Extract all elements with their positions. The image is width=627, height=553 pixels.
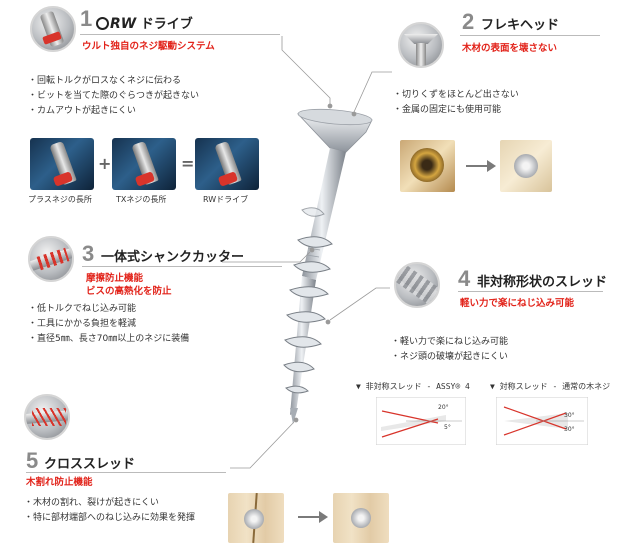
section-3-subtitle: 摩擦防止機能 ビスの高熱化を防止 (86, 272, 172, 298)
section-3-subtitle-line: ビスの高熱化を防止 (86, 286, 172, 297)
list-item: 直径5㎜、長さ70㎜以上のネジに装備 (28, 332, 189, 347)
rw-drive-bit-image (195, 138, 259, 190)
section-4-rule (458, 291, 603, 292)
phillips-bit-image (30, 138, 94, 190)
arrow-right-icon-head (319, 511, 328, 523)
angle-label-5: 5° (444, 424, 451, 431)
section-4-title: 非対称形状のスレッド (477, 275, 608, 290)
splintered-head-photo (400, 140, 455, 192)
list-item: 木材の割れ、裂けが起きにくい (24, 496, 195, 511)
list-item: 軽い力で楽にねじ込み可能 (391, 335, 508, 350)
list-item: ビットを当てた際のぐらつきが起きない (28, 89, 199, 104)
tx-bit-image (112, 138, 176, 190)
bit-circle-icon (30, 6, 76, 52)
section-5-title: クロススレッド (44, 457, 136, 472)
section-3-title: 一体式シャンクカッター (101, 250, 245, 265)
caption-tx: TXネジの長所 (116, 195, 167, 204)
list-item: カムアウトが起きにくい (28, 104, 199, 119)
section-1-title: RW ドライブ (96, 13, 193, 32)
section-2-rule (460, 35, 600, 36)
section-1-subtitle: ウルト独自のネジ駆動システム (82, 41, 215, 52)
arrow-right-icon (466, 165, 488, 167)
section-4-subtitle: 軽い力で楽にねじ込み可能 (460, 298, 575, 309)
rw-logo-icon (96, 17, 109, 30)
section-5-number: 5 (26, 448, 39, 473)
section-3-bullets: 低トルクでねじ込み可能 工具にかかる負担を軽減 直径5㎜、長さ70㎜以上のネジに… (28, 302, 189, 347)
section-4-bullets: 軽い力で楽にねじ込み可能 ネジ頭の破壊が起きにくい (391, 335, 508, 365)
intact-wood-photo (333, 493, 389, 543)
section-5-subtitle: 木割れ防止機能 (26, 477, 93, 488)
asymmetric-thread-diagram: 20° 5° (376, 397, 466, 445)
section-5-bullets: 木材の割れ、裂けが起きにくい 特に部材端部へのねじ込みに効果を発揮 (24, 496, 195, 526)
section-1-bullets: 回転トルクがロスなくネジに伝わる ビットを当てた際のぐらつきが起きない カムアウ… (28, 74, 199, 119)
head-circle-icon (398, 22, 444, 68)
section-3-rule (82, 266, 282, 267)
rw-brand: RW (110, 16, 137, 32)
thread-circle-icon (394, 262, 440, 308)
arrow-right-icon (298, 516, 320, 518)
list-item: 工具にかかる負担を軽減 (28, 317, 189, 332)
list-item: 低トルクでねじ込み可能 (28, 302, 189, 317)
list-item: 切りくずをほとんど出さない (393, 88, 519, 103)
list-item: 回転トルクがロスなくネジに伝わる (28, 74, 199, 89)
section-5-rule (26, 472, 226, 473)
arrow-right-icon-head (487, 160, 496, 172)
section-3-subtitle-line: 摩擦防止機能 (86, 273, 144, 284)
split-wood-photo (228, 492, 284, 544)
list-item: ネジ頭の破壊が起きにくい (391, 350, 508, 365)
angle-label-30-bottom: 30° (564, 426, 575, 433)
section-2-bullets: 切りくずをほとんど出さない 金属の固定にも使用可能 (393, 88, 519, 118)
caption-rw: RWドライブ (203, 195, 249, 204)
shank-cutter-circle-icon (28, 236, 74, 282)
caption-phillips: プラスネジの長所 (28, 195, 92, 204)
section-2-number: 2 (462, 9, 475, 34)
section-1-number: 1 (80, 6, 93, 31)
plus-sign-1: + (98, 154, 112, 173)
section-1-title-suffix: ドライブ (140, 17, 193, 32)
section-2-subtitle: 木材の表面を壊さない (462, 43, 558, 54)
equals-sign: = (181, 154, 195, 173)
symmetric-thread-label: ▼ 対称スレッド - 通常の木ネジ (490, 382, 611, 391)
cross-thread-circle-icon (24, 394, 70, 440)
angle-label-30-top: 30° (564, 412, 575, 419)
asymmetric-thread-label: ▼ 非対称スレッド - ASSY® 4 (356, 382, 470, 391)
screw-illustration (283, 108, 373, 424)
clean-head-photo (500, 140, 552, 192)
symmetric-thread-diagram: 30° 30° (496, 397, 588, 445)
section-1-rule (80, 34, 280, 35)
list-item: 金属の固定にも使用可能 (393, 103, 519, 118)
section-3-number: 3 (82, 241, 95, 266)
section-4-number: 4 (458, 266, 471, 291)
section-2-title: フレキヘッド (481, 18, 560, 33)
list-item: 特に部材端部へのねじ込みに効果を発揮 (24, 511, 195, 526)
angle-label-20: 20° (438, 404, 449, 411)
